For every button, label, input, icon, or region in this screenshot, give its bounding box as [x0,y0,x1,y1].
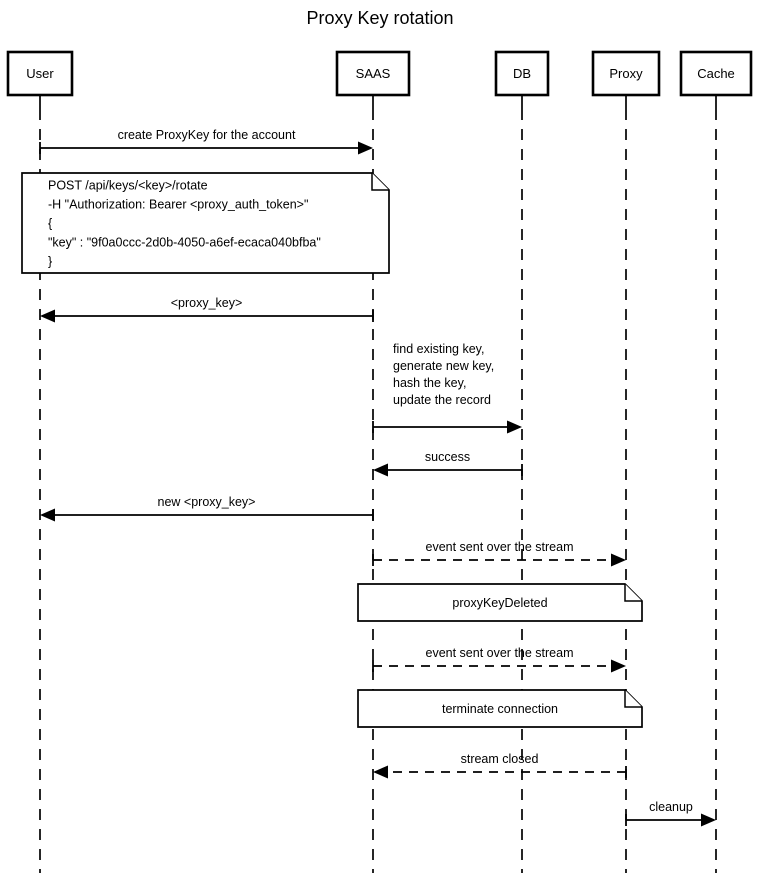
participant-user[interactable]: User [6,50,74,97]
activity-note-line: hash the key, [393,376,466,390]
participant-label-proxy: Proxy [609,66,643,81]
note-line: terminate connection [442,702,558,716]
participants-layer: User SAAS DB Proxy Cache [6,50,753,97]
arrow-head-m5 [40,508,55,522]
participant-label-db: DB [513,66,531,81]
message-label-m9: cleanup [649,800,693,814]
note-line: } [48,255,52,269]
note-note-proxy-key-deleted: proxyKeyDeleted [357,583,643,622]
message-m9[interactable]: cleanup [625,800,716,827]
note-fold-corner [371,173,389,191]
note-fold-corner [624,584,642,602]
activity-note-line: generate new key, [393,359,494,373]
participant-label-user: User [26,66,54,81]
note-body [357,689,643,728]
activity-note-act1: find existing key, generate new key, hash … [393,342,494,407]
note-body [21,172,390,274]
message-label-m4: success [425,450,470,464]
note-body [357,583,643,622]
message-m2[interactable]: <proxy_key> [40,296,374,323]
activity-note-line: find existing key, [393,342,484,356]
activity-notes-layer: find existing key, generate new key, hash … [393,342,494,407]
message-m8[interactable]: stream closed [373,752,627,779]
note-note-terminate-connection: terminate connection [357,689,643,728]
message-label-m8: stream closed [461,752,539,766]
message-m4[interactable]: success [373,450,523,477]
message-label-m5: new <proxy_key> [158,495,256,509]
arrow-head-m7 [611,659,626,673]
message-label-m7: event sent over the stream [426,646,574,660]
note-line: proxyKeyDeleted [452,596,547,610]
message-m7[interactable]: event sent over the stream [372,646,626,673]
message-m1[interactable]: create ProxyKey for the account [39,128,373,155]
note-note-request: POST /api/keys/<key>/rotate -H "Authoriza… [21,172,390,274]
page-title: Proxy Key rotation [306,8,453,28]
note-line: { [48,217,52,231]
messages-layer: create ProxyKey for the account <proxy_ke… [39,128,716,827]
arrow-head-m6 [611,553,626,567]
participant-cache[interactable]: Cache [679,50,753,97]
note-fold-corner [624,690,642,708]
message-m3[interactable] [372,420,522,434]
message-label-m2: <proxy_key> [171,296,243,310]
participant-label-cache: Cache [697,66,735,81]
arrow-head-m8 [373,765,388,779]
note-line: POST /api/keys/<key>/rotate [48,179,208,193]
arrow-head-m3 [507,420,522,434]
arrow-head-m2 [40,309,55,323]
message-label-m6: event sent over the stream [426,540,574,554]
arrow-head-m1 [358,141,373,155]
arrow-head-m9 [701,813,716,827]
participant-saas[interactable]: SAAS [335,50,411,97]
participant-proxy[interactable]: Proxy [591,50,661,97]
activity-note-line: update the record [393,393,491,407]
arrow-head-m4 [373,463,388,477]
participant-label-saas: SAAS [356,66,391,81]
participant-db[interactable]: DB [494,50,550,97]
message-label-m1: create ProxyKey for the account [118,128,296,142]
note-line: -H "Authorization: Bearer <proxy_auth_to… [48,198,308,212]
message-m6[interactable]: event sent over the stream [372,540,626,567]
message-m5[interactable]: new <proxy_key> [40,495,374,522]
notes-layer: POST /api/keys/<key>/rotate -H "Authoriza… [21,172,643,728]
note-line: "key" : "9f0a0ccc-2d0b-4050-a6ef-ecaca04… [48,236,321,250]
